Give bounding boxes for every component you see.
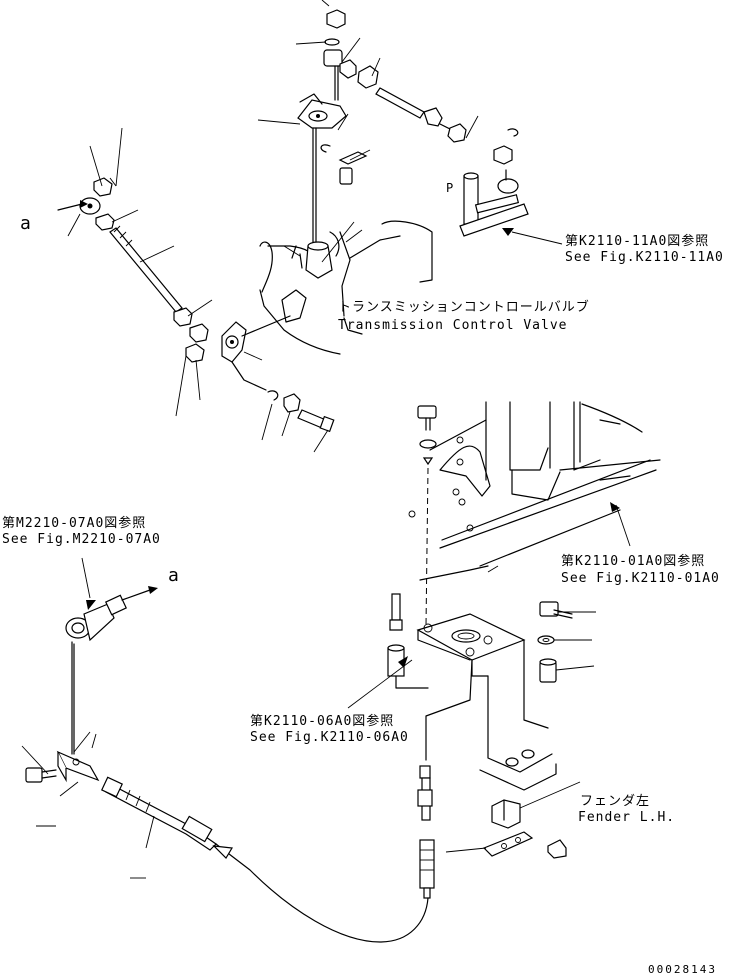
lever-bracket-top — [297, 93, 368, 247]
fender-label-en: Fender L.H. — [578, 810, 676, 825]
fender-blocks — [482, 799, 567, 859]
frame-structure — [408, 401, 661, 581]
joystick-cable-end — [65, 586, 158, 642]
ref-m2210-07a0-en[interactable]: See Fig.M2210-07A0 — [2, 532, 161, 547]
svg-text:P: P — [446, 181, 453, 195]
ref-m2210-07a0-jp[interactable]: 第M2210-07A0図参照 — [2, 516, 147, 531]
control-valve-label-jp: トランスミッションコントロールバルブ — [338, 300, 590, 315]
cable-clamp-left — [25, 641, 100, 783]
control-cable — [100, 659, 473, 943]
drawing-number: 00028143 — [648, 963, 717, 976]
transmission-valve-housing — [259, 220, 433, 355]
bracket-fasteners — [537, 601, 573, 683]
ref-k2110-01a0-en[interactable]: See Fig.K2110-01A0 — [561, 571, 720, 586]
ref-k2110-06a0-en[interactable]: See Fig.K2110-06A0 — [250, 730, 409, 745]
control-valve-label-en: Transmission Control Valve — [338, 318, 568, 333]
ref-k2110-11a0-jp[interactable]: 第K2110-11A0図参照 — [565, 234, 710, 249]
connector-a-left-label: a — [20, 213, 32, 234]
pedal-pin-plate: P — [446, 172, 529, 237]
lower-bellcrank — [221, 315, 335, 433]
left-linkage-rod — [57, 177, 209, 363]
cable-bracket-plate — [416, 613, 557, 791]
ref-k2110-01a0-jp[interactable]: 第K2110-01A0図参照 — [561, 554, 706, 569]
top-nut-stack — [323, 9, 379, 101]
connector-a-bottom-label: a — [168, 565, 180, 586]
fender-label-jp: フェンダ左 — [580, 794, 651, 809]
leader-lines — [21, 0, 631, 879]
upper-right-rod — [375, 87, 519, 194]
frame-bolt-stack — [417, 405, 437, 627]
ref-k2110-06a0-jp[interactable]: 第K2110-06A0図参照 — [250, 714, 395, 729]
ref-k2110-11a0-en[interactable]: See Fig.K2110-11A0 — [565, 250, 724, 265]
